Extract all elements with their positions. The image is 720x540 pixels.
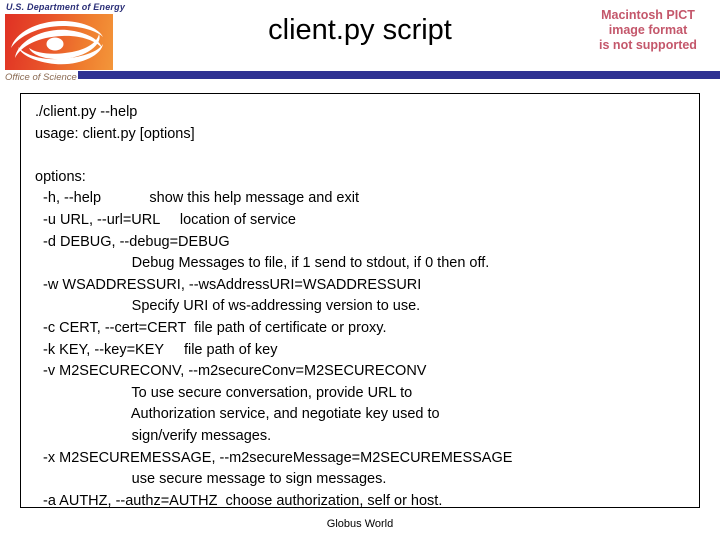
pict-unsupported-notice: Macintosh PICT image format is not suppo… (599, 8, 697, 52)
footer-label: Globus World (326, 518, 394, 530)
help-output-text: ./client.py --help usage: client.py [opt… (35, 104, 513, 509)
doe-swirl-logo (5, 14, 113, 70)
help-output-panel: ./client.py --help usage: client.py [opt… (20, 93, 700, 509)
slide-header: U.S. Department of Energy Office of Scie… (0, 0, 720, 88)
doe-department-label: U.S. Department of Energy (6, 2, 126, 12)
page-title: client.py script (268, 14, 452, 46)
doe-swirl-icon (11, 20, 103, 65)
office-of-science-label: Office of Science (5, 72, 77, 83)
header-accent-bar (78, 71, 720, 79)
